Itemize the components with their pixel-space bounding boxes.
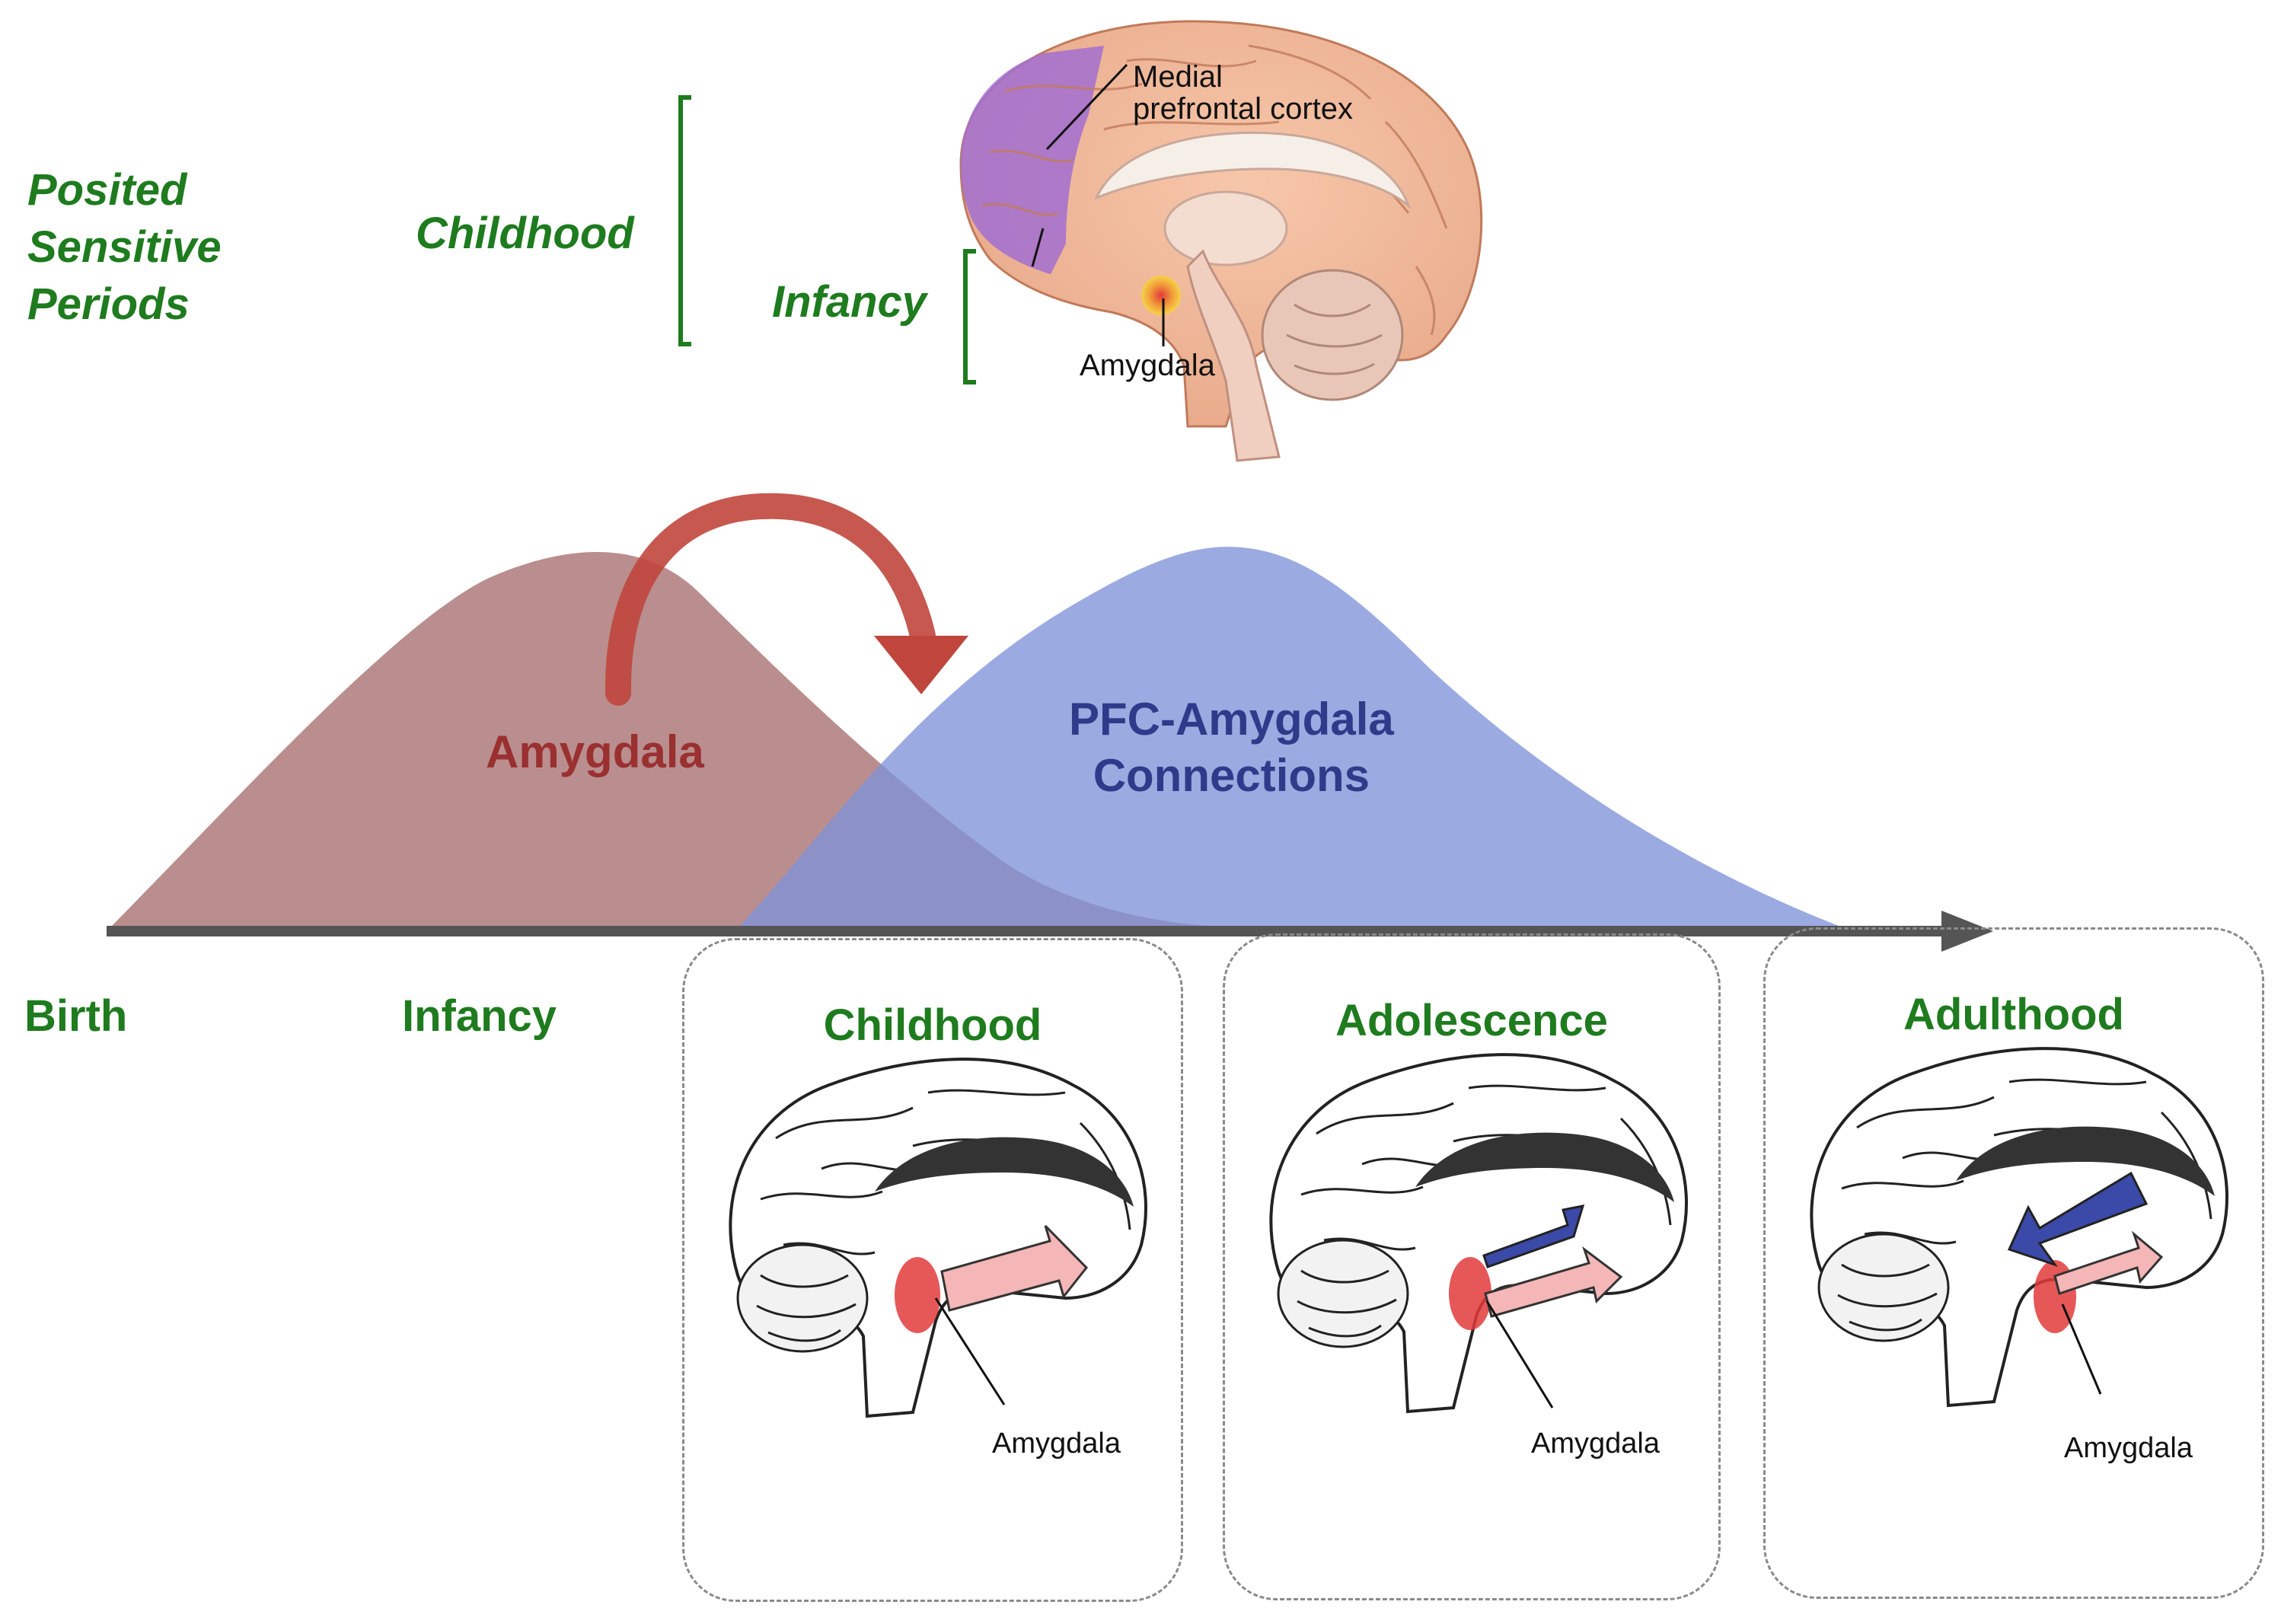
pfc-curve-label: PFC-Amygdala Connections	[1069, 691, 1394, 804]
psp-line-3: Periods	[27, 279, 190, 329]
childhood-brain-sketch	[729, 1058, 1147, 1418]
panel-childhood-title: Childhood	[823, 1000, 1042, 1050]
mpfc-label-line-1: Medial	[1133, 60, 1223, 94]
panel-childhood-amygdala-label: Amygdala	[992, 1428, 1121, 1460]
pfc-label-line-2: Connections	[1093, 750, 1370, 801]
pfc-amygdala-curve	[739, 547, 1842, 927]
adulthood-brain-sketch	[1810, 1047, 2228, 1408]
pfc-label-line-1: PFC-Amygdala	[1069, 694, 1394, 745]
panel-adulthood-title: Adulthood	[1903, 990, 2124, 1039]
childhood-period-label: Childhood	[416, 209, 634, 258]
psp-line-1: Posited	[27, 165, 187, 215]
curved-arrow-head	[874, 636, 968, 694]
mpfc-label: Medial prefrontal cortex	[1133, 61, 1353, 125]
childhood-bracket	[678, 95, 691, 346]
panel-adulthood-amygdala-label: Amygdala	[2064, 1432, 2193, 1464]
panel-adolescence: Adolescence Amygdala	[1223, 933, 1721, 1600]
psp-line-2: Sensitive	[27, 222, 222, 272]
timeline-arrowhead	[1941, 911, 1993, 952]
top-amygdala-label: Amygdala	[1080, 349, 1215, 382]
mpfc-label-line-2: prefrontal cortex	[1133, 92, 1354, 126]
adolescence-brain-sketch	[1269, 1053, 1688, 1414]
panel-adolescence-title: Adolescence	[1335, 996, 1608, 1045]
infancy-period-label: Infancy	[772, 277, 927, 327]
panel-adolescence-amygdala-label: Amygdala	[1531, 1428, 1660, 1460]
stage-label-infancy: Infancy	[402, 991, 557, 1041]
posited-sensitive-periods-title: Posited Sensitive Periods	[27, 161, 222, 333]
panel-childhood: Childhood Amygdala	[682, 938, 1183, 1602]
panel-adulthood: Adulthood Amygdala	[1763, 927, 2264, 1599]
stage-label-birth: Birth	[24, 991, 128, 1041]
amygdala-curve-label: Amygdala	[486, 726, 704, 777]
transition-curved-arrow	[605, 493, 936, 706]
infancy-bracket	[963, 249, 976, 384]
top-brain-illustration	[959, 20, 1483, 462]
